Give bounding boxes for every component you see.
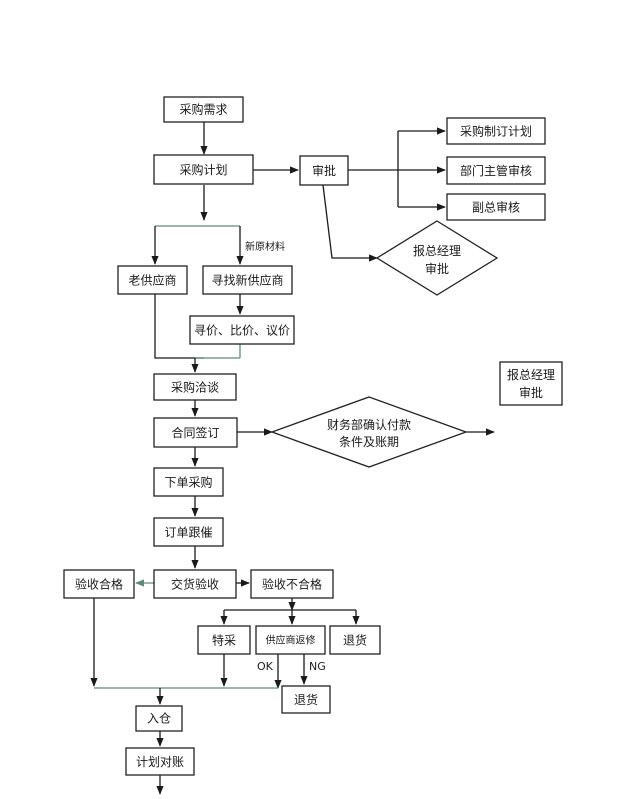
node-purchase-demand-label: 采购需求	[179, 102, 227, 117]
node-contract-signing: 合同签订	[153, 417, 238, 448]
node-finance-confirm-line2: 条件及账期	[339, 435, 399, 449]
node-vice-gm-review-label: 副总审核	[472, 200, 520, 215]
node-gm-approval-diamond: 报总经理 审批	[375, 220, 499, 296]
node-plan-reconciliation: 计划对账	[125, 747, 195, 776]
node-finance-confirm-line1: 财务部确认付款	[327, 417, 411, 432]
node-dept-head-review: 部门主管审核	[446, 156, 546, 185]
node-warehousing-label: 入仓	[147, 712, 171, 726]
node-purchase-plan-label: 采购计划	[179, 162, 227, 177]
node-price-compare-label: 寻价、比价、议价	[194, 324, 290, 338]
node-special-acceptance: 特采	[197, 625, 251, 655]
node-acceptance-pass-label: 验收合格	[75, 577, 123, 592]
node-supplier-repair-label: 供应商返修	[266, 634, 316, 647]
node-old-supplier-label: 老供应商	[128, 273, 176, 288]
node-finance-confirm: 财务部确认付款 条件及账期	[270, 396, 468, 468]
node-delivery-inspection-label: 交货验收	[171, 577, 219, 592]
node-place-order-label: 下单采购	[164, 475, 212, 490]
node-approval: 审批	[299, 155, 349, 186]
node-purchase-negotiation-label: 采购洽谈	[171, 380, 219, 395]
node-supplier-repair: 供应商返修	[255, 625, 326, 655]
node-warehousing: 入仓	[135, 705, 183, 732]
node-return-goods-1: 退货	[329, 625, 381, 655]
node-purchase-planning-label: 采购制订计划	[460, 124, 532, 139]
edge-approval-gm	[322, 184, 378, 262]
node-delivery-inspection: 交货验收	[153, 569, 237, 599]
node-return-goods-2: 退货	[281, 685, 331, 714]
node-plan-reconciliation-label: 计划对账	[136, 755, 184, 769]
node-vice-gm-review: 副总审核	[446, 193, 546, 221]
node-special-acceptance-label: 特采	[212, 633, 236, 648]
node-purchase-demand: 采购需求	[163, 96, 244, 123]
node-acceptance-pass: 验收合格	[63, 569, 135, 599]
node-gm-approval-box-line1: 报总经理	[507, 367, 555, 382]
node-place-order: 下单采购	[153, 467, 224, 497]
node-find-new-supplier: 寻找新供应商	[202, 265, 293, 295]
new-material-note: 新原材料	[245, 240, 285, 253]
node-order-followup-label: 订单跟催	[164, 526, 212, 540]
node-approval-label: 审批	[312, 163, 336, 178]
ng-label: NG	[309, 660, 326, 673]
node-gm-approval-box: 报总经理 审批	[499, 361, 563, 406]
node-find-new-supplier-label: 寻找新供应商	[211, 273, 283, 288]
node-dept-head-review-label: 部门主管审核	[460, 163, 532, 178]
edge-old-merge	[154, 294, 204, 359]
node-purchase-plan: 采购计划	[153, 154, 254, 185]
node-gm-approval-diamond-line2: 审批	[425, 261, 449, 276]
node-acceptance-fail-label: 验收不合格	[262, 577, 322, 592]
node-old-supplier: 老供应商	[117, 265, 188, 295]
node-gm-approval-box-line2: 审批	[519, 385, 543, 400]
node-acceptance-fail: 验收不合格	[250, 569, 334, 599]
node-return-goods-1-label: 退货	[343, 633, 367, 648]
node-order-followup: 订单跟催	[153, 517, 224, 547]
node-price-compare: 寻价、比价、议价	[189, 315, 295, 345]
node-return-goods-2-label: 退货	[294, 692, 318, 707]
node-purchase-negotiation: 采购洽谈	[153, 373, 237, 401]
node-contract-signing-label: 合同签订	[171, 425, 219, 440]
node-gm-approval-diamond-line1: 报总经理	[413, 243, 461, 258]
node-purchase-planning: 采购制订计划	[446, 117, 546, 145]
ok-label: OK	[257, 660, 274, 673]
